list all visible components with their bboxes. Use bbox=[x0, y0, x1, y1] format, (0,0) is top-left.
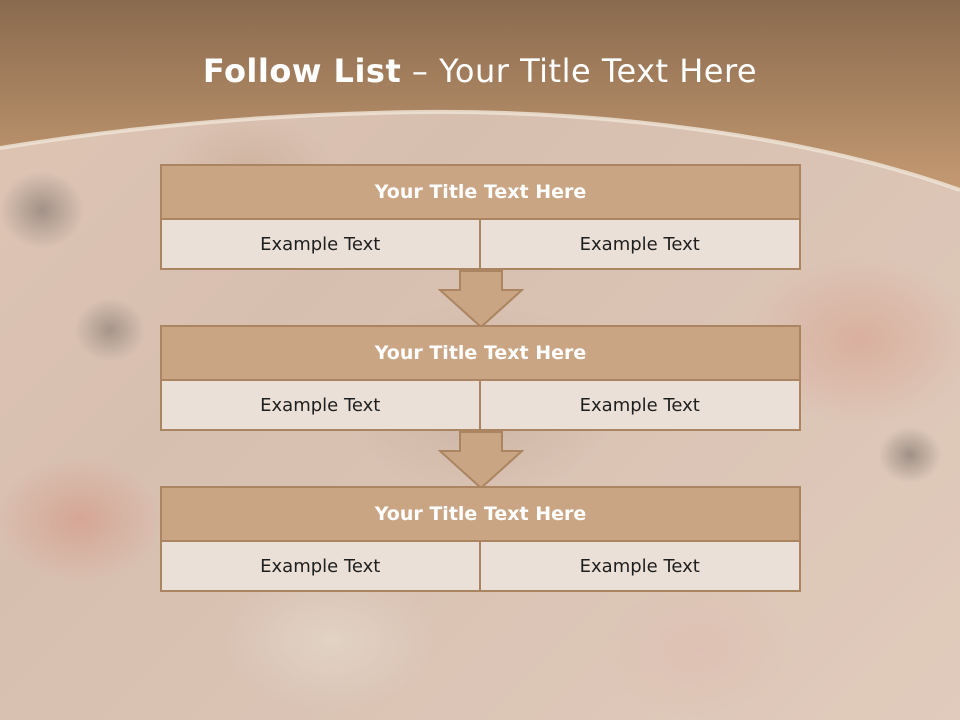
list-block-1: Your Title Text Here Example Text Exampl… bbox=[160, 164, 801, 270]
down-arrow-icon bbox=[438, 270, 524, 328]
down-arrow-icon bbox=[438, 431, 524, 489]
block-cell-left: Example Text bbox=[160, 220, 481, 270]
block-cell-right: Example Text bbox=[480, 542, 801, 592]
block-cell-left: Example Text bbox=[160, 542, 481, 592]
slide-title: Follow List – Your Title Text Here bbox=[0, 52, 960, 90]
slide-title-bold: Follow List bbox=[202, 52, 402, 90]
block-title: Your Title Text Here bbox=[160, 164, 801, 220]
list-block-2: Your Title Text Here Example Text Exampl… bbox=[160, 325, 801, 431]
block-cell-right: Example Text bbox=[480, 220, 801, 270]
slide-title-rest: – Your Title Text Here bbox=[401, 52, 758, 90]
block-cell-right: Example Text bbox=[480, 381, 801, 431]
block-title: Your Title Text Here bbox=[160, 486, 801, 542]
header-band bbox=[0, 0, 960, 192]
block-title: Your Title Text Here bbox=[160, 325, 801, 381]
block-cell-left: Example Text bbox=[160, 381, 481, 431]
list-block-3: Your Title Text Here Example Text Exampl… bbox=[160, 486, 801, 592]
